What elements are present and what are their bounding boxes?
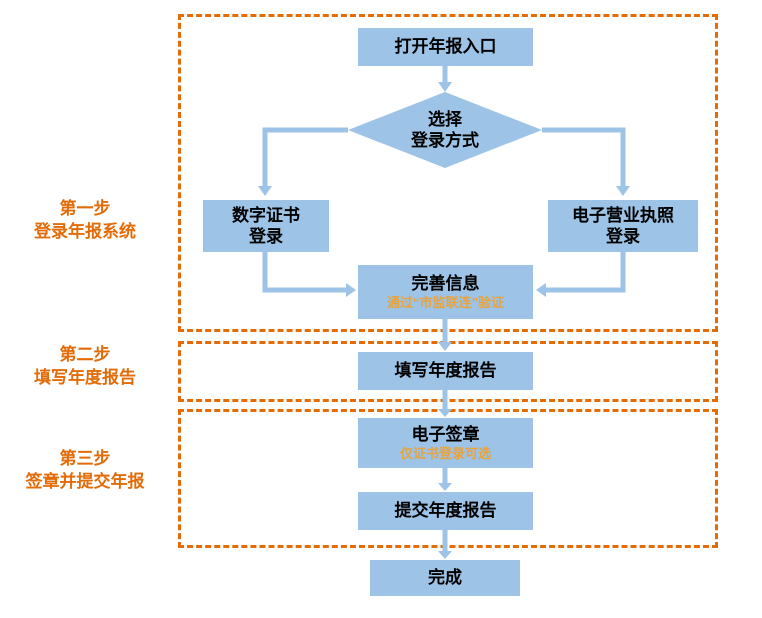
node-fill-report: 填写年度报告 bbox=[358, 352, 533, 390]
node-license-line2: 登录 bbox=[606, 227, 640, 246]
node-fill-report-label: 填写年度报告 bbox=[394, 361, 497, 381]
node-cert-line1: 数字证书 bbox=[232, 205, 300, 225]
node-done: 完成 bbox=[370, 560, 520, 596]
node-esign-note: 仅证书登录可选 bbox=[399, 446, 491, 462]
step2-label: 第二步 填写年度报告 bbox=[5, 344, 165, 390]
step1-group-border bbox=[178, 14, 718, 332]
node-esign: 电子签章 仅证书登录可选 bbox=[358, 418, 533, 468]
node-cert-line2: 登录 bbox=[249, 227, 283, 246]
node-open-entry: 打开年报入口 bbox=[358, 28, 533, 66]
node-ebusiness-license-login: 电子营业执照 登录 bbox=[548, 200, 698, 252]
node-esign-label: 电子签章 bbox=[411, 425, 480, 445]
node-license-line1: 电子营业执照 bbox=[572, 205, 674, 225]
step3-label-line2: 签章并提交年报 bbox=[25, 471, 145, 491]
node-choose-line2: 登录方式 bbox=[411, 131, 479, 150]
node-submit-report: 提交年度报告 bbox=[358, 492, 533, 530]
node-done-label: 完成 bbox=[428, 568, 462, 588]
node-complete-info-note: 通过“市监联连”验证 bbox=[386, 295, 504, 311]
step1-label-line1: 第一步 bbox=[59, 199, 111, 218]
step1-label-line2: 登录年报系统 bbox=[34, 221, 136, 241]
node-complete-info: 完善信息 通过“市监联连”验证 bbox=[358, 265, 533, 319]
node-complete-info-label: 完善信息 bbox=[411, 274, 480, 294]
step3-label-line1: 第三步 bbox=[59, 449, 111, 468]
step2-label-line1: 第二步 bbox=[59, 345, 111, 364]
node-choose-line1: 选择 bbox=[428, 109, 462, 129]
node-digital-cert-login: 数字证书 登录 bbox=[203, 200, 329, 252]
node-submit-report-label: 提交年度报告 bbox=[394, 501, 497, 521]
step3-label: 第三步 签章并提交年报 bbox=[5, 448, 165, 494]
step2-label-line2: 填写年度报告 bbox=[34, 367, 136, 387]
node-open-entry-label: 打开年报入口 bbox=[394, 37, 497, 57]
step1-label: 第一步 登录年报系统 bbox=[5, 198, 165, 244]
